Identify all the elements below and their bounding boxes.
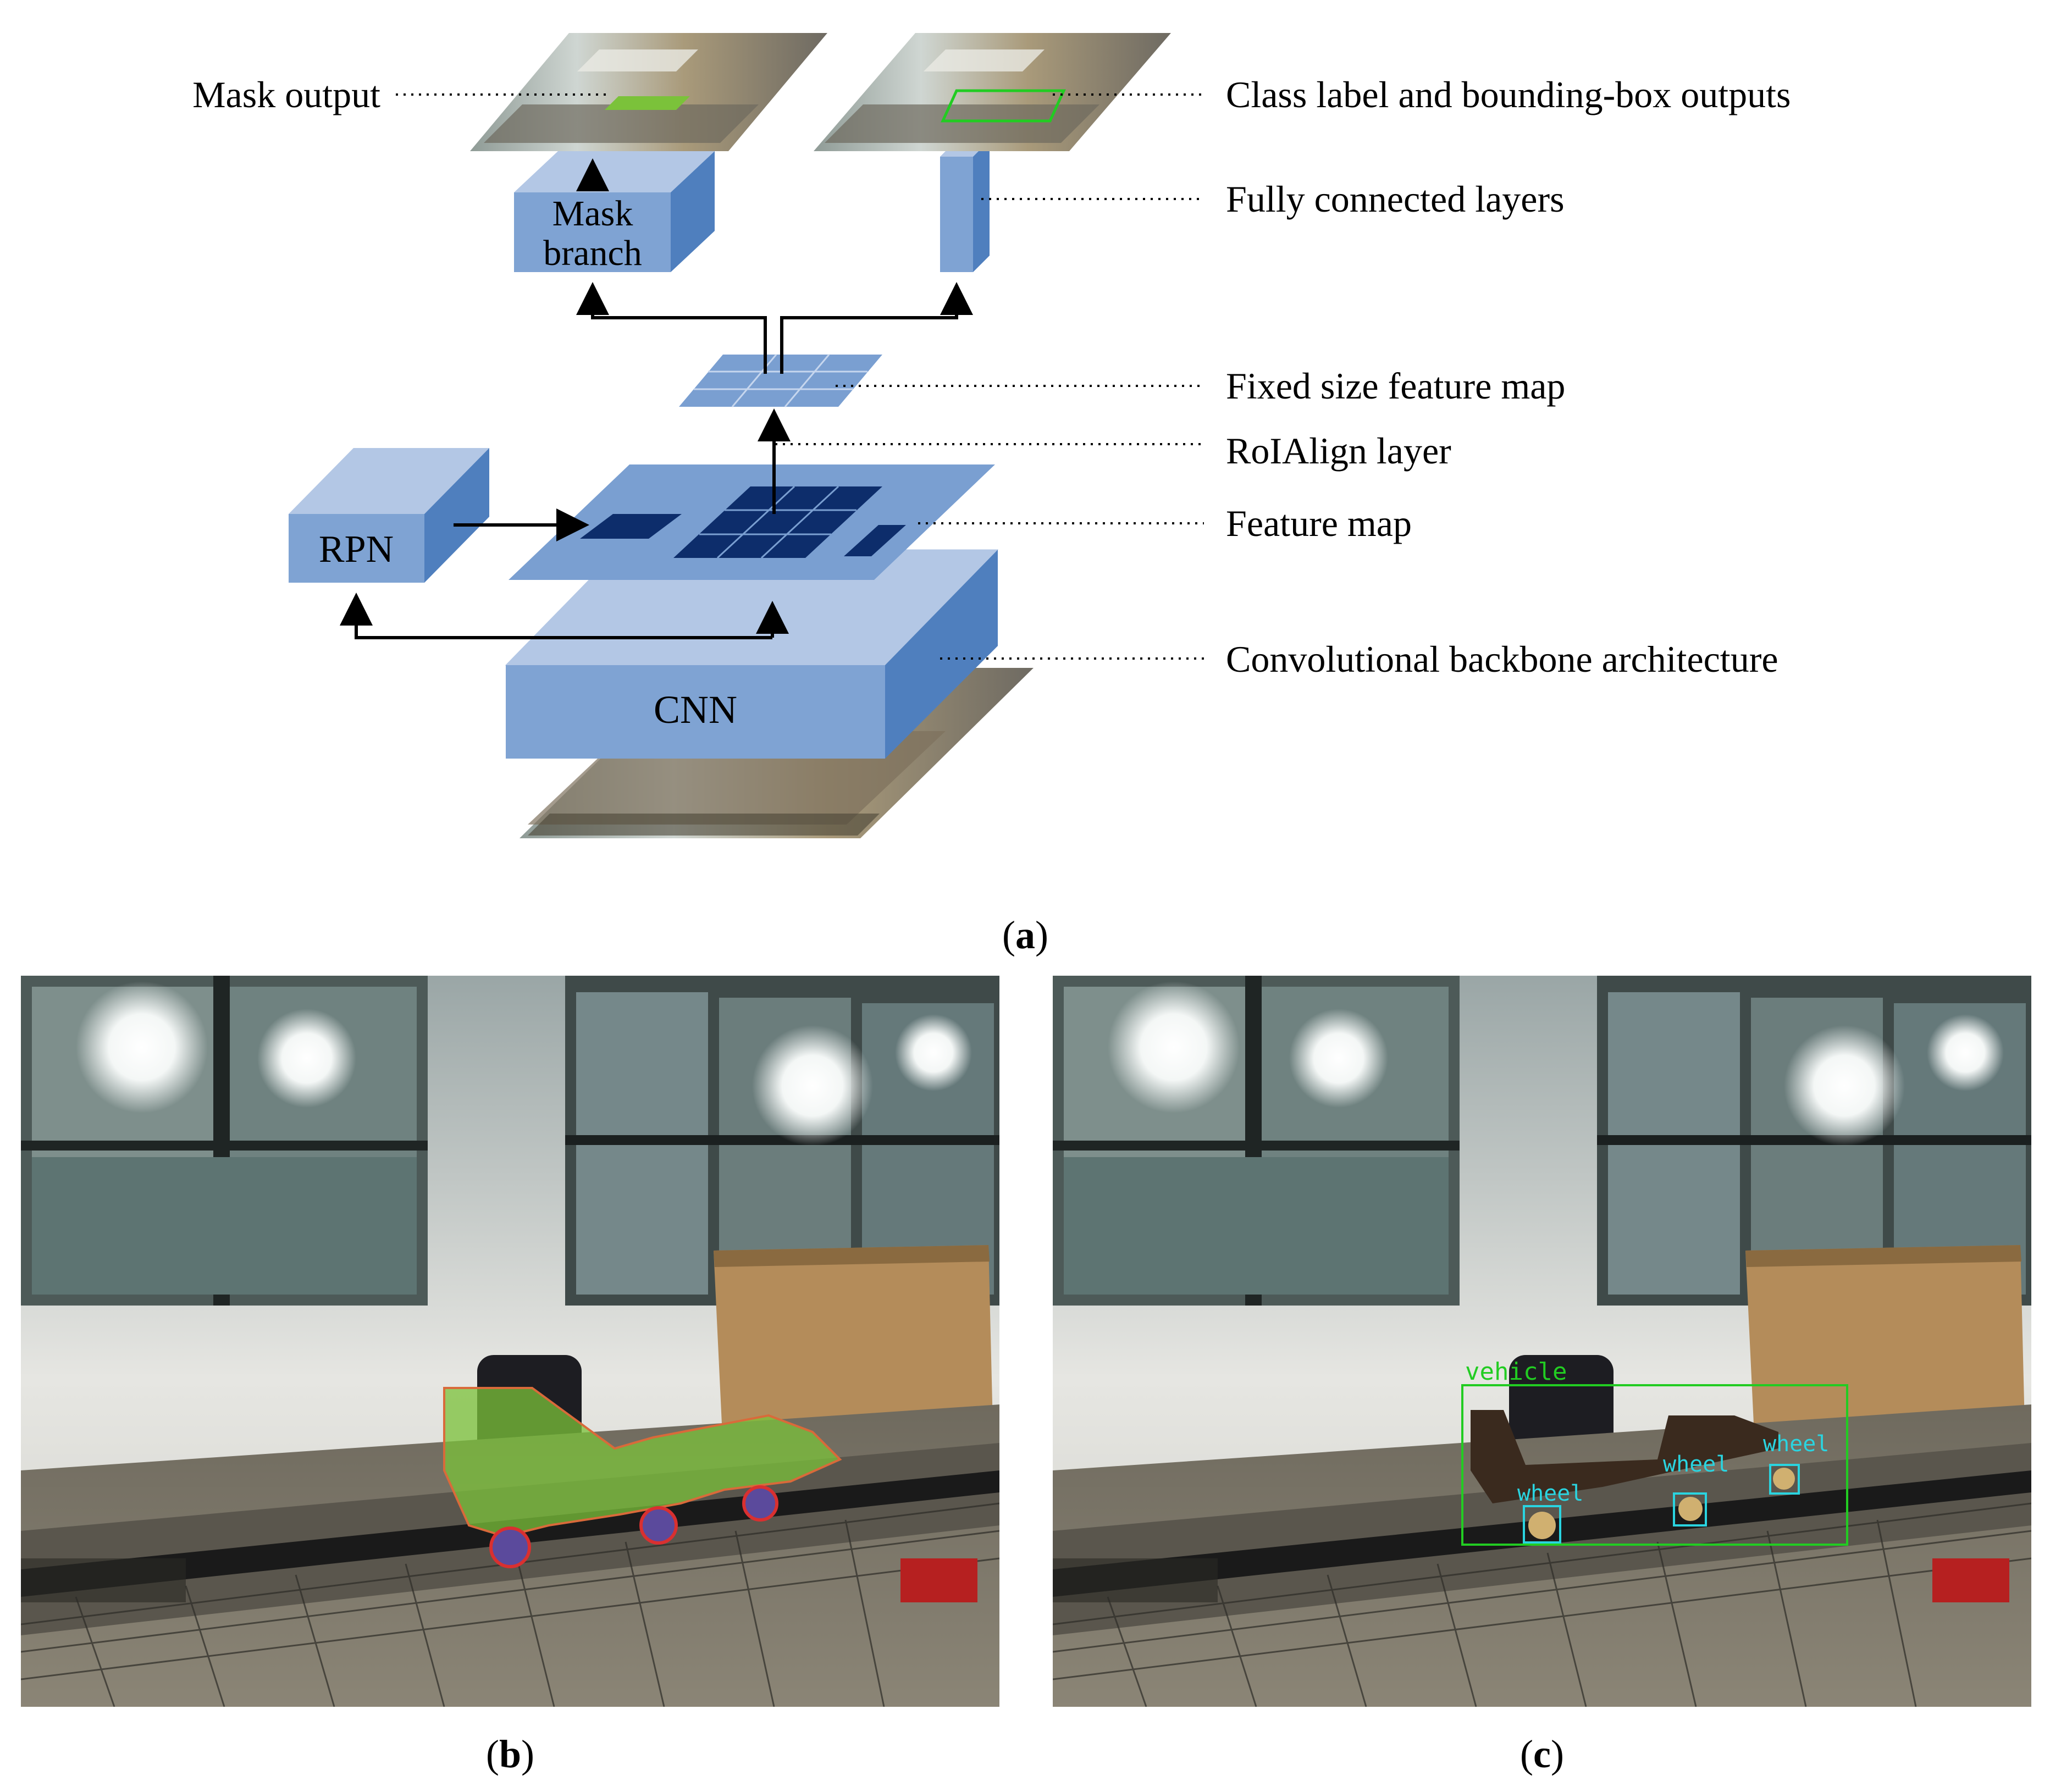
class-bbox-output-image xyxy=(814,33,1171,151)
connectors xyxy=(340,158,973,639)
architecture-diagram: CNN RPN xyxy=(192,33,1791,957)
fixed-feature-map xyxy=(679,354,882,407)
mask-branch-block: Mask branch xyxy=(514,151,715,273)
caption-b: (b) xyxy=(486,1732,534,1776)
wheel-bbox-3 xyxy=(1769,1464,1800,1495)
feature-map-plane xyxy=(509,464,995,580)
panel-c-detection: vehicle wheel wheel wheel (c) xyxy=(1053,976,2031,1776)
wheel-mask-3 xyxy=(742,1485,778,1522)
wheel-mask-1 xyxy=(489,1526,531,1568)
vehicle-bbox xyxy=(1461,1384,1848,1546)
label-fully-connected: Fully connected layers xyxy=(1226,178,1565,220)
caption-c: (c) xyxy=(1520,1732,1564,1776)
vehicle-bbox-label: vehicle xyxy=(1465,1358,1567,1386)
roi-small-right xyxy=(844,525,906,556)
panel-b-segmentation: (b) xyxy=(21,976,999,1776)
label-fixed-feature-map: Fixed size feature map xyxy=(1226,365,1565,407)
rpn-label: RPN xyxy=(319,528,394,571)
caption-a: (a) xyxy=(1002,913,1048,957)
label-mask-output: Mask output xyxy=(192,74,380,115)
wheel-bbox-3-label: wheel xyxy=(1763,1431,1829,1457)
wheel-bbox-2-label: wheel xyxy=(1663,1452,1729,1477)
mask-branch-label-line1: Mask xyxy=(552,193,633,234)
mask-branch-label-line2: branch xyxy=(543,233,642,273)
vehicle-object xyxy=(1471,1410,1795,1539)
label-roialign: RoIAlign layer xyxy=(1226,430,1451,472)
mask-output-image xyxy=(470,33,827,151)
wheel-bbox-2 xyxy=(1673,1492,1707,1526)
roi-small-left xyxy=(580,514,682,539)
cnn-label: CNN xyxy=(654,688,737,732)
rpn-block: RPN xyxy=(289,448,489,583)
wheel-bbox-1-label: wheel xyxy=(1517,1481,1583,1506)
fully-connected-block xyxy=(940,140,990,272)
wheel-mask-2 xyxy=(639,1506,678,1545)
label-feature-map: Feature map xyxy=(1226,502,1412,544)
wheel-bbox-1 xyxy=(1523,1505,1561,1544)
leader-lines xyxy=(396,93,1204,660)
label-backbone: Convolutional backbone architecture xyxy=(1226,638,1778,680)
label-class-bbox-outputs: Class label and bounding-box outputs xyxy=(1226,74,1791,115)
roi-grid xyxy=(673,486,882,558)
vehicle-mask xyxy=(443,1387,842,1568)
